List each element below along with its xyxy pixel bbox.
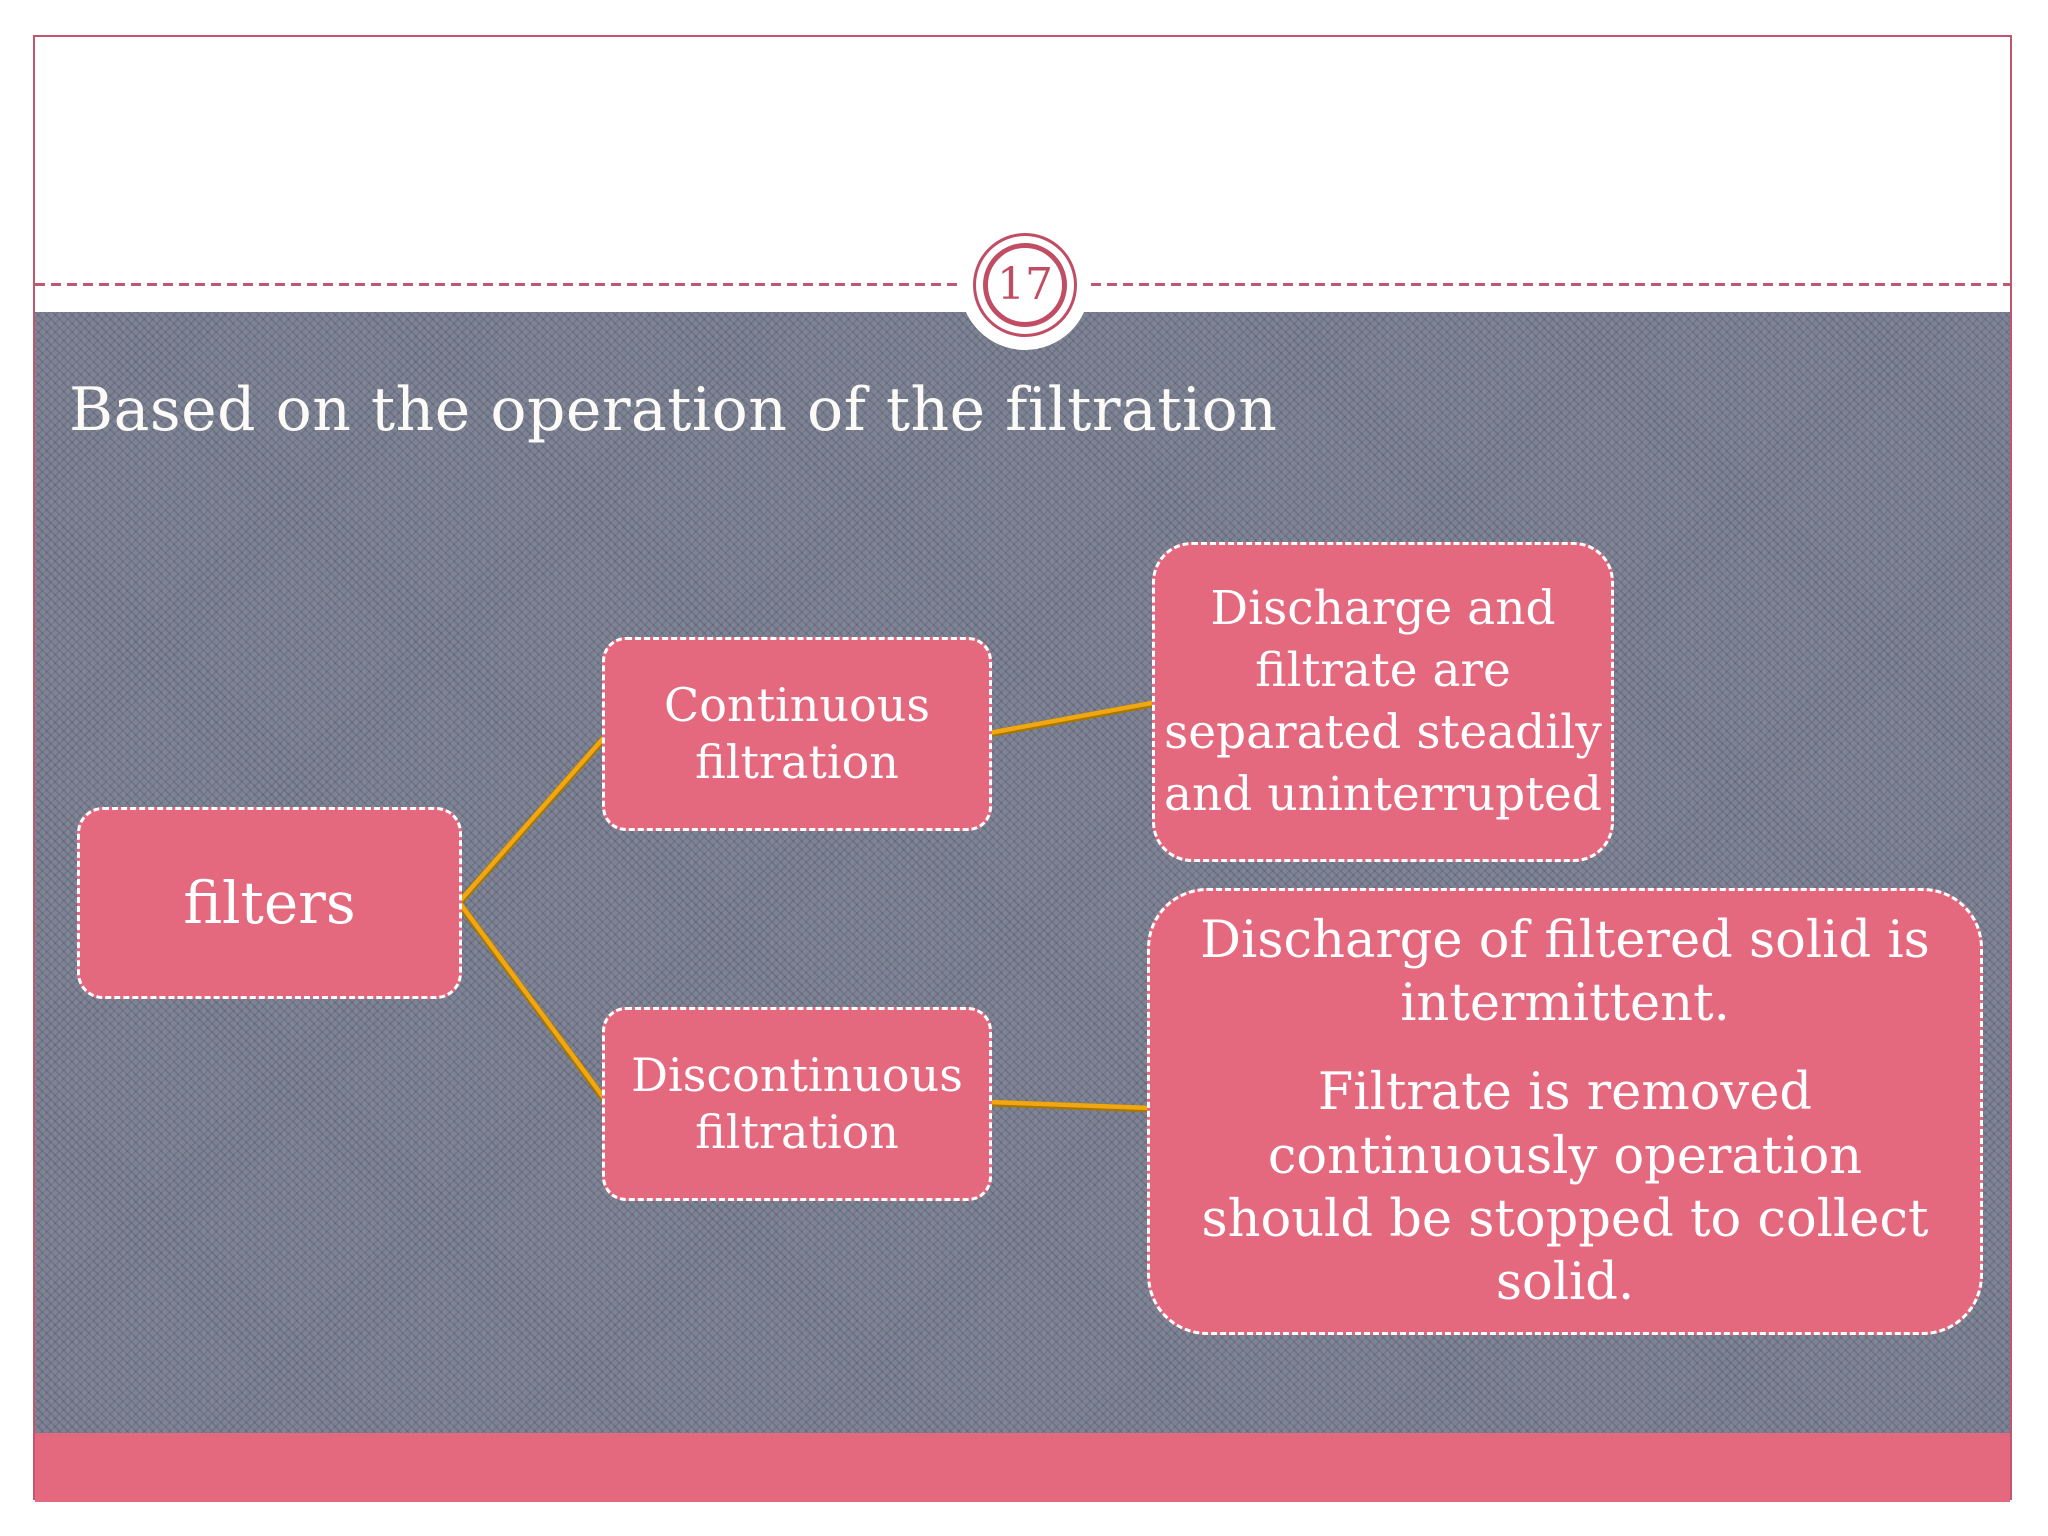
page-number: 17 [997, 259, 1053, 310]
node-label: filters [183, 869, 356, 937]
node-label: Continuous filtration [664, 677, 930, 790]
desc-line: intermittent. [1400, 974, 1730, 1034]
badge-outer-ring: 17 [973, 233, 1077, 337]
desc-line: and uninterrupted [1164, 767, 1602, 823]
slide-frame: 17 Based on the operation of the filtrat… [33, 35, 2012, 1502]
description-paragraph: Discharge and filtrate are separated ste… [1164, 578, 1602, 826]
node-label: Discontinuous filtration [631, 1047, 963, 1160]
desc-line: filtrate are [1255, 642, 1511, 698]
diagram-node-continuous-filtration: Continuous filtration [602, 637, 992, 831]
desc-line: Discharge of filtered solid is [1200, 910, 1930, 970]
desc-line: continuously operation [1267, 1126, 1863, 1186]
page-number-badge: 17 [960, 220, 1090, 350]
diagram-node-filters: filters [77, 807, 462, 999]
diagram-node-discontinuous-description: Discharge of filtered solid is intermitt… [1147, 888, 1983, 1335]
desc-line: separated steadily [1164, 705, 1602, 760]
desc-line: Filtrate is removed [1317, 1063, 1813, 1123]
diagram-node-continuous-description: Discharge and filtrate are separated ste… [1152, 542, 1614, 862]
description-paragraph: Discharge of filtered solid is intermitt… [1200, 909, 1930, 1035]
slide-footer-bar [35, 1433, 2010, 1502]
slide-title: Based on the operation of the filtration [69, 375, 1278, 445]
desc-line: should be stopped to collect [1201, 1189, 1929, 1249]
desc-line: solid. [1495, 1252, 1635, 1312]
badge-inner-ring: 17 [983, 243, 1067, 327]
description-paragraph: Filtrate is removed continuously operati… [1201, 1061, 1928, 1314]
diagram-node-discontinuous-filtration: Discontinuous filtration [602, 1007, 992, 1201]
desc-line: Discharge and [1210, 580, 1556, 636]
